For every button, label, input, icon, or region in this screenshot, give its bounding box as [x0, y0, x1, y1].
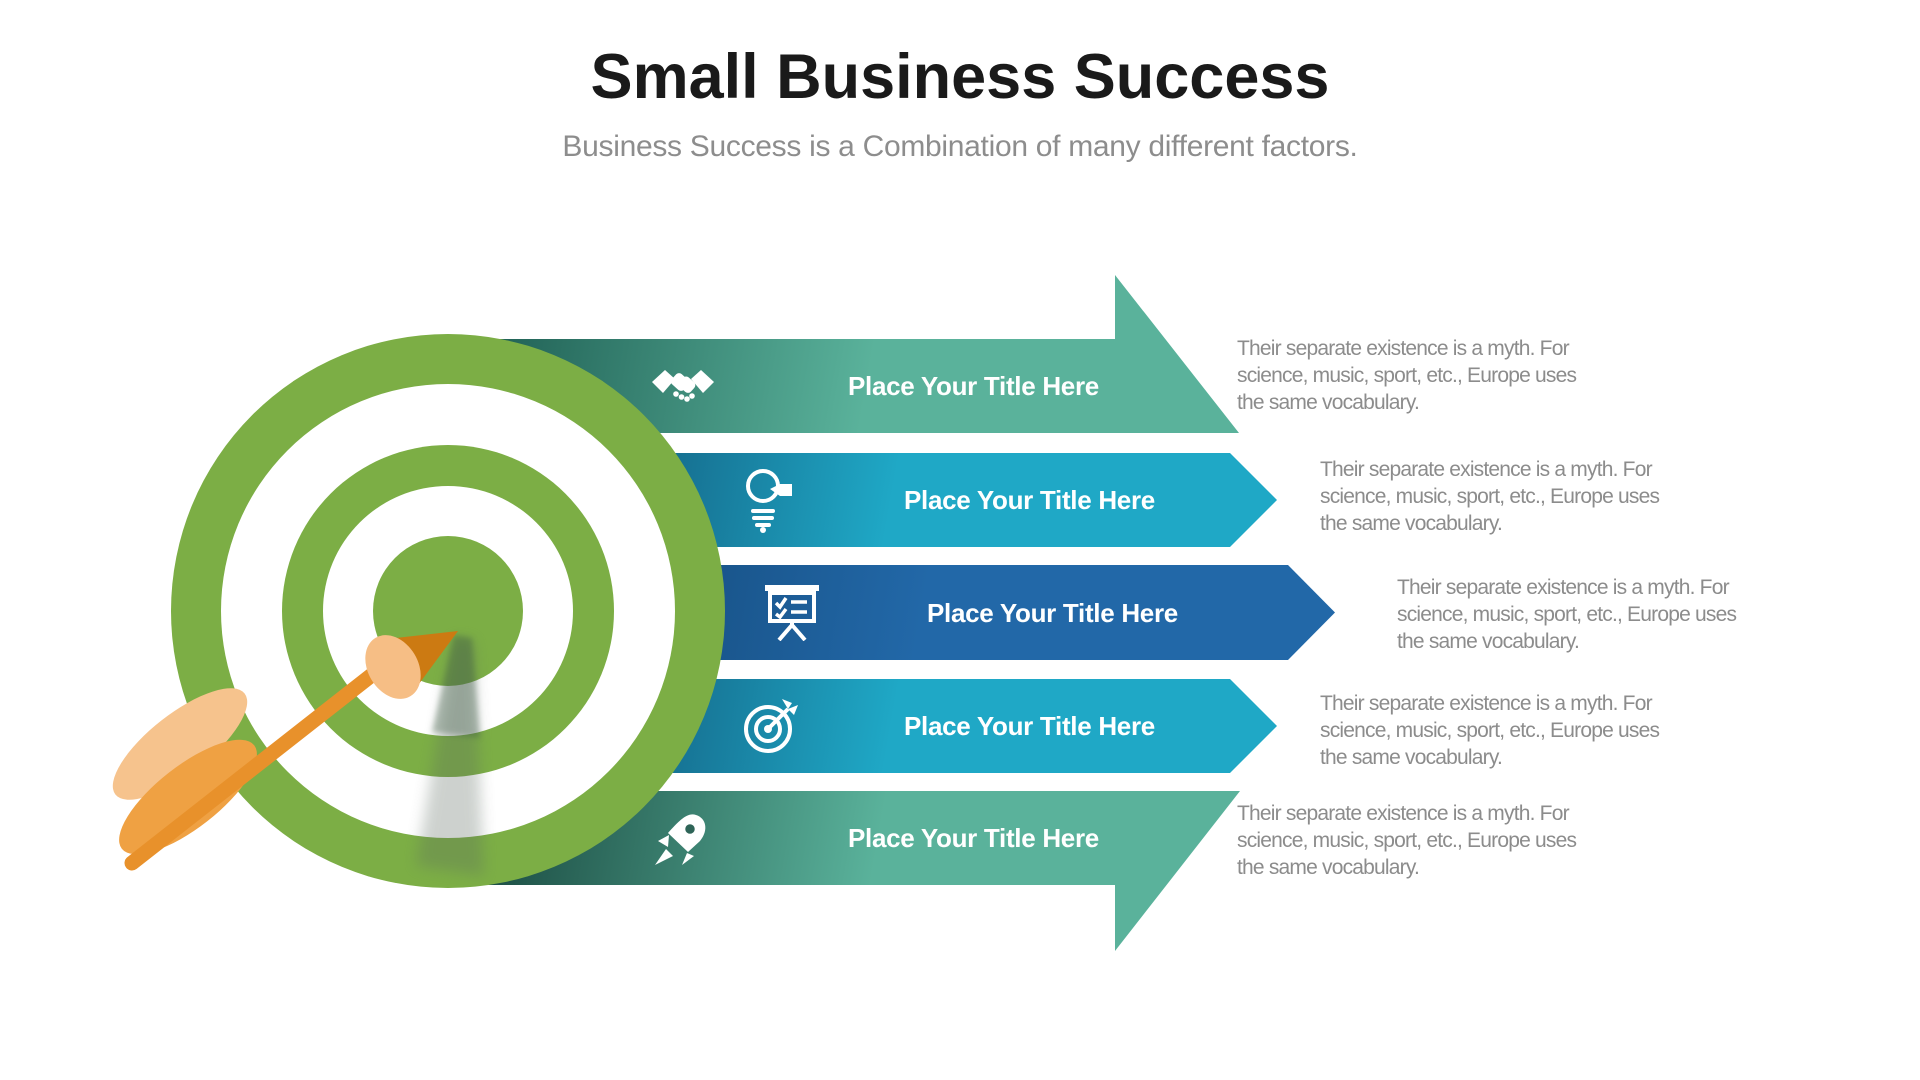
desc-line: Their separate existence is a myth. For — [1397, 576, 1730, 599]
header: Small Business Success Business Success … — [0, 40, 1920, 166]
band-description-5: Their separate existence is a myth. For … — [1237, 800, 1577, 881]
desc-line: the same vocabulary. — [1237, 856, 1420, 879]
desc-line: the same vocabulary. — [1320, 746, 1503, 769]
arrow-head — [365, 631, 458, 699]
desc-line: Their separate existence is a myth. For — [1237, 802, 1570, 825]
desc-line: the same vocabulary. — [1237, 391, 1420, 414]
band-description-1: Their separate existence is a myth. For … — [1237, 335, 1577, 416]
desc-line: science, music, sport, etc., Europe uses — [1397, 603, 1737, 626]
desc-line: science, music, sport, etc., Europe uses — [1237, 829, 1577, 852]
page-title: Small Business Success — [590, 42, 1330, 112]
desc-line: the same vocabulary. — [1397, 630, 1580, 653]
lightbulb-icon — [742, 467, 794, 540]
target-graphic — [112, 334, 725, 888]
desc-line: Their separate existence is a myth. For — [1320, 692, 1653, 715]
band-title: Place Your Title Here — [927, 598, 1178, 628]
dart-target-icon — [742, 697, 800, 760]
arrow-shadow — [416, 635, 484, 876]
desc-line: science, music, sport, etc., Europe uses — [1320, 719, 1660, 742]
band-title: Place Your Title Here — [848, 371, 1099, 401]
band-title: Place Your Title Here — [904, 485, 1155, 515]
band-description-4: Their separate existence is a myth. For … — [1320, 690, 1660, 771]
desc-line: Their separate existence is a myth. For — [1320, 458, 1653, 481]
page-subtitle: Business Success is a Combination of man… — [562, 130, 1358, 163]
arrow-shaft — [124, 641, 413, 871]
handshake-icon — [651, 363, 715, 414]
desc-line: science, music, sport, etc., Europe uses — [1320, 485, 1660, 508]
desc-line: science, music, sport, etc., Europe uses — [1237, 364, 1577, 387]
band-description-2: Their separate existence is a myth. For … — [1320, 456, 1660, 537]
arrow-fletching — [112, 688, 257, 855]
desc-line: Their separate existence is a myth. For — [1237, 337, 1570, 360]
band-description-3: Their separate existence is a myth. For … — [1397, 574, 1737, 655]
presentation-board-icon — [763, 583, 821, 646]
desc-line: the same vocabulary. — [1320, 512, 1503, 535]
band-title: Place Your Title Here — [848, 823, 1099, 853]
rocket-icon — [652, 811, 710, 874]
band-title: Place Your Title Here — [904, 711, 1155, 741]
